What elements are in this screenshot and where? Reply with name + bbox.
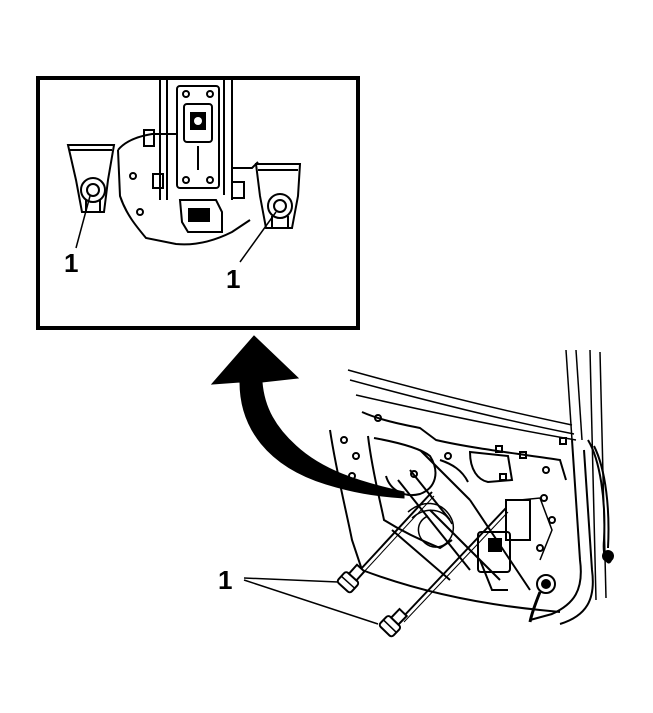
main-leader-upper xyxy=(243,577,339,583)
inset-door-panel xyxy=(117,129,259,246)
inset-right-leader xyxy=(239,211,277,263)
bolt-icon xyxy=(336,563,366,594)
inset-left-leader xyxy=(75,195,91,249)
inset-detail-view: 1 1 xyxy=(36,76,360,330)
bolt-lower-shaft-edge xyxy=(403,511,509,623)
bolt-lower-shaft xyxy=(401,507,507,619)
inset-left-mount xyxy=(66,144,116,213)
bolt-icon xyxy=(378,607,409,638)
inset-right-callout: 1 xyxy=(226,264,240,294)
inset-left-callout: 1 xyxy=(64,248,78,278)
curved-arrow-icon xyxy=(210,335,405,499)
inset-window-track xyxy=(159,80,233,200)
bolt-upper xyxy=(336,491,435,594)
bolt-lower xyxy=(378,507,509,638)
main-callout: 1 xyxy=(218,565,232,595)
inset-right-mount xyxy=(254,163,302,229)
bolt-upper-shaft-edge xyxy=(361,495,435,575)
bolt-upper-shaft xyxy=(359,491,433,571)
main-leader-lower xyxy=(243,579,379,625)
